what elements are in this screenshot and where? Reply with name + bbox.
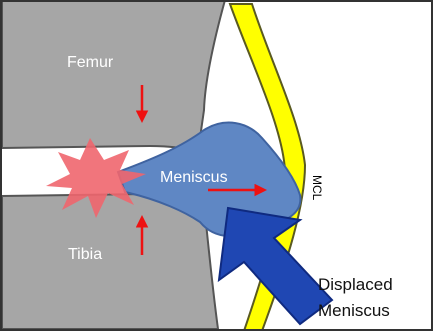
meniscus-label: Meniscus (160, 169, 228, 186)
big-arrow-icon (219, 208, 332, 324)
femur-bone (2, 0, 225, 152)
mcl-label: MCL (310, 175, 324, 201)
tibia-label: Tibia (68, 246, 102, 263)
femur-label: Femur (67, 54, 114, 71)
displaced-label-line1: Displaced (318, 275, 393, 294)
displaced-label-line2: Meniscus (318, 301, 390, 320)
